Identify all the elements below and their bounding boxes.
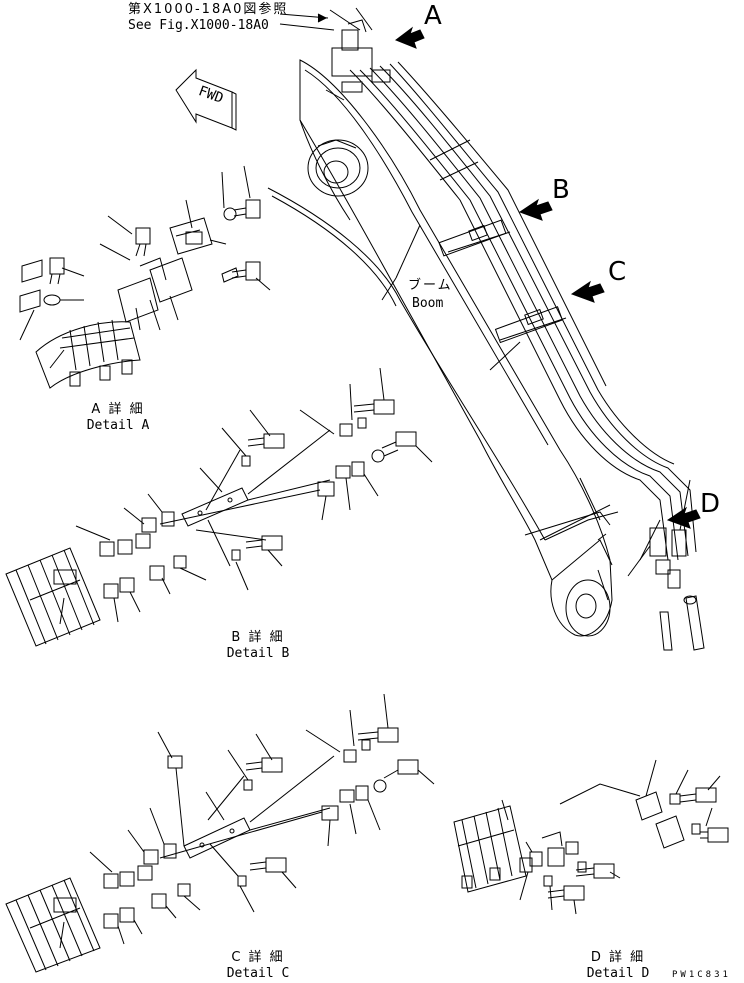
boom-clamp-b	[439, 220, 510, 256]
callout-arrows	[396, 28, 700, 528]
detail-a-title-en: Detail A	[86, 418, 150, 433]
callout-d: D	[700, 489, 721, 519]
callout-c: C	[608, 257, 627, 287]
hydraulic-lines	[350, 62, 696, 560]
reference-jp: 第X1000-18A0図参照	[128, 2, 289, 17]
boom-end-fittings	[628, 480, 704, 650]
boom-top-fittings	[326, 8, 390, 100]
boom-assembly	[268, 60, 618, 636]
detail-c-title-jp: C 詳 細	[231, 950, 285, 965]
detail-b-drawing	[6, 368, 432, 646]
detail-d-title-en: Detail D	[586, 966, 650, 981]
detail-c-title-en: Detail C	[226, 966, 290, 981]
boom-label-jp: ブーム	[408, 278, 453, 293]
detail-d-drawing	[454, 760, 728, 914]
boom-label-en: Boom	[412, 296, 444, 311]
callout-b: B	[552, 175, 570, 205]
detail-a-drawing	[20, 166, 270, 388]
detail-a-title-jp: A 詳 細	[91, 402, 145, 417]
boom-label-leaders	[382, 225, 606, 540]
reference-leaders	[280, 14, 334, 30]
boom-clamp-c	[496, 307, 566, 343]
drawing-code: PW1C831	[672, 970, 731, 980]
detail-c-drawing	[6, 694, 434, 972]
fwd-sign	[176, 70, 236, 130]
callout-a: A	[424, 1, 442, 31]
detail-d-title-jp: D 詳 細	[590, 950, 646, 965]
reference-en: See Fig.X1000-18A0	[128, 18, 269, 33]
detail-b-title-jp: B 詳 細	[231, 630, 285, 645]
detail-b-title-en: Detail B	[226, 646, 290, 661]
